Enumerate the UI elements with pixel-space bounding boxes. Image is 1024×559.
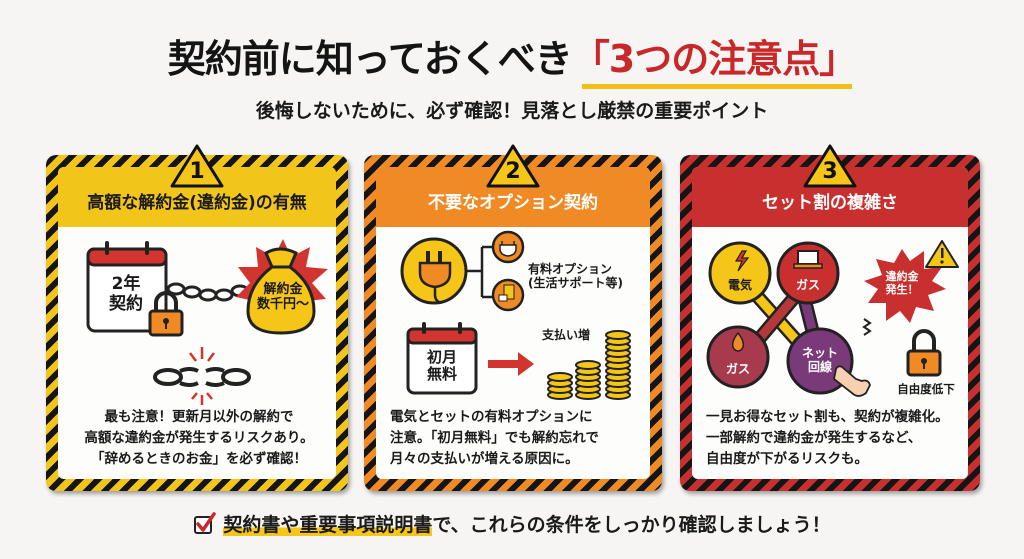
bubble-gas-label: ガス	[795, 278, 820, 292]
option-label-2: (生活サポート等)	[528, 275, 623, 290]
plug-coins-icon	[400, 230, 631, 400]
badge-number: 3	[822, 159, 838, 184]
badge-number: 1	[189, 159, 205, 184]
bag-line1: 解約金	[263, 282, 303, 297]
warning-triangle-badge: 1	[169, 143, 225, 189]
title-main: 契約前に知っておくべき	[167, 37, 573, 81]
warning-triangle-badge: 2	[485, 143, 541, 189]
title-accent: 「3つの注意点」	[572, 28, 857, 89]
bag-line2: 数千円～	[256, 296, 309, 312]
page-title: 契約前に知っておくべき「3つの注意点」	[0, 28, 1024, 89]
card-bundle-complexity: 3 セット割の複雑さ	[680, 144, 980, 491]
calendar-chain-moneybag-icon	[86, 239, 328, 405]
page-subtitle: 後悔しないために、必ず確認！見落とし厳禁の重要ポイント	[255, 100, 769, 122]
warning-triangle-badge: 3	[802, 143, 858, 189]
calendar-line2: 無料	[426, 365, 457, 384]
card-description: 電気とセットの有料オプションに 注意。「初月無料」でも解約忘れで 月々の支払いが…	[390, 409, 599, 467]
footer-highlight: 契約書や重要事項説明書	[223, 514, 433, 536]
burst-line1: 違約金	[885, 270, 919, 283]
calendar-line1: 初月	[426, 348, 457, 366]
calendar-line1: 2年	[111, 274, 141, 294]
lock-label: 自由度低下	[897, 382, 955, 396]
illustration: 電気 ガス ガス ネット回線 違約金 発生！ 自由度低下	[692, 229, 968, 405]
bubble-electric-label: 電気	[727, 278, 752, 292]
calendar-line2: 契約	[109, 293, 143, 314]
pay-increase-label: 支払い増	[541, 328, 590, 342]
card-cancellation-fee: 1 高額な解約金(違約金)の有無	[46, 144, 348, 491]
illustration: 有料オプション (生活サポート等) 初月 無料 支払い増	[376, 229, 650, 405]
illustration: 2年 契約 解約金 数千円～	[58, 229, 336, 405]
card-description: 最も注意！更新月以外の解約で 高額な違約金が発生するリスクあり。 「辞めるときの…	[84, 409, 314, 467]
bubble-gas2-label: ガス	[725, 362, 750, 376]
burst-line2: 発生！	[885, 282, 919, 296]
option-label-1: 有料オプション	[528, 262, 613, 276]
card-unneeded-options: 2 不要なオプション契約	[364, 144, 662, 491]
footer-rest: で、これらの条件をしっかり確認しましょう！	[432, 514, 831, 536]
card-description: 一見お得なセット割も、契約が複雑化。 一部解約で違約金が発生するなど、 自由度が…	[706, 409, 949, 467]
card-title: 不要なオプション契約	[376, 167, 650, 227]
footer-message: 契約書や重要事項説明書で、これらの条件をしっかり確認しましょう！	[0, 510, 1024, 537]
bubble-internet-label: ネット回線	[801, 346, 838, 374]
bundle-bubbles-icon	[706, 240, 959, 397]
badge-number: 2	[505, 159, 521, 184]
checkbox-checked-icon	[194, 512, 217, 534]
